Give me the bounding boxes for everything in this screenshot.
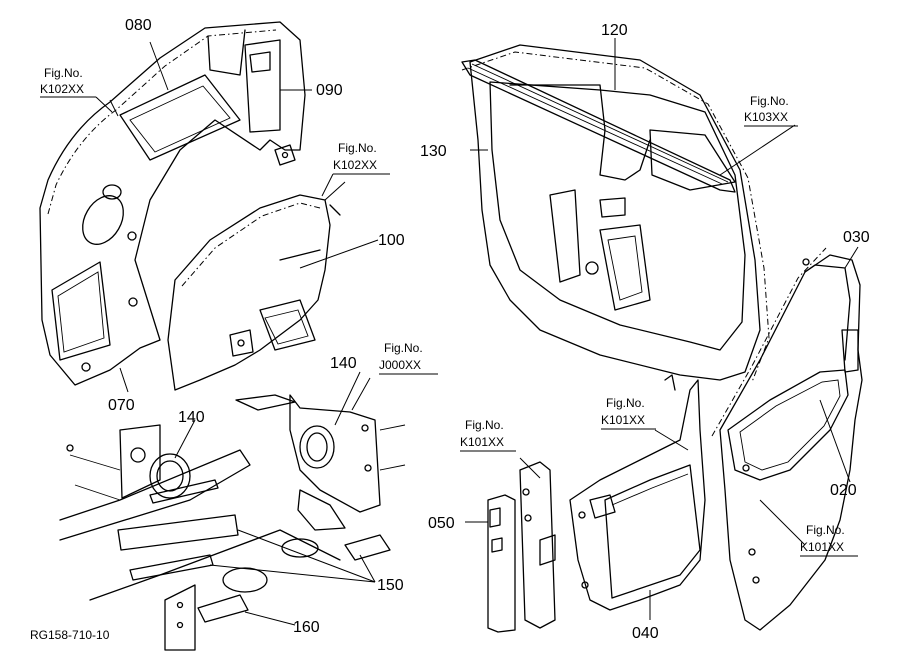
part-150-strips — [117, 479, 391, 581]
callout-150: 150 — [377, 577, 404, 594]
part-100-inner-trim — [167, 194, 341, 391]
callout-070: 070 — [108, 397, 135, 414]
part-140-grommet-left — [149, 453, 191, 499]
figure-ref-k101xx-center: Fig.No. K101XX — [601, 396, 656, 430]
svg-text:Fig.No.: Fig.No. — [384, 341, 423, 355]
svg-text:K101XX: K101XX — [460, 435, 504, 449]
svg-text:K103XX: K103XX — [744, 110, 788, 124]
callout-100: 100 — [378, 232, 405, 249]
callout-050: 050 — [428, 515, 455, 532]
callout-160: 160 — [293, 619, 320, 636]
part-040-door-panel — [569, 374, 706, 611]
callout-090: 090 — [316, 82, 343, 99]
svg-text:J000XX: J000XX — [379, 358, 421, 372]
leader-lines — [109, 38, 859, 626]
part-130-rear-window — [461, 44, 770, 383]
svg-text:Fig.No.: Fig.No. — [750, 94, 789, 108]
floor-plate-assembly — [59, 394, 406, 651]
callout-030: 030 — [843, 229, 870, 246]
callout-120: 120 — [601, 22, 628, 39]
figure-ref-j000xx: Fig.No. J000XX — [379, 341, 438, 375]
figure-ref-k101xx-left: Fig.No. K101XX — [460, 418, 516, 452]
svg-text:Fig.No.: Fig.No. — [606, 396, 645, 410]
svg-text:Fig.No.: Fig.No. — [44, 66, 83, 80]
part-070-cover-panel — [39, 21, 306, 386]
svg-text:Fig.No.: Fig.No. — [338, 141, 377, 155]
callout-020: 020 — [830, 482, 857, 499]
figure-ref-k102xx-left: Fig.No. K102XX — [40, 66, 113, 113]
part-020-door-glass — [727, 369, 849, 584]
figure-ref-k101xx-right: Fig.No. K101XX — [800, 523, 858, 557]
svg-text:K102XX: K102XX — [333, 158, 377, 172]
part-140-grommet-right — [299, 425, 335, 469]
part-120-window-seal — [461, 59, 736, 193]
svg-text:Fig.No.: Fig.No. — [806, 523, 845, 537]
figure-ref-k103xx: Fig.No. K103XX — [744, 94, 798, 127]
hinge-bracket — [519, 461, 556, 629]
part-160-pad — [197, 594, 249, 623]
svg-text:Fig.No.: Fig.No. — [465, 418, 504, 432]
callout-040: 040 — [632, 625, 659, 642]
part-090-bracket — [244, 39, 296, 166]
drawing-code-caption: RG158-710-10 — [30, 628, 110, 642]
svg-text:K101XX: K101XX — [601, 413, 645, 427]
callout-080: 080 — [125, 17, 152, 34]
svg-text:K102XX: K102XX — [40, 82, 84, 96]
callout-130: 130 — [420, 143, 447, 160]
figure-ref-k102xx-center: Fig.No. K102XX — [321, 141, 390, 197]
part-030-door-frame — [711, 247, 863, 631]
callout-140-left: 140 — [178, 409, 205, 426]
part-050-bar — [487, 494, 516, 633]
svg-text:K101XX: K101XX — [800, 540, 844, 554]
callout-140-right: 140 — [330, 355, 357, 372]
